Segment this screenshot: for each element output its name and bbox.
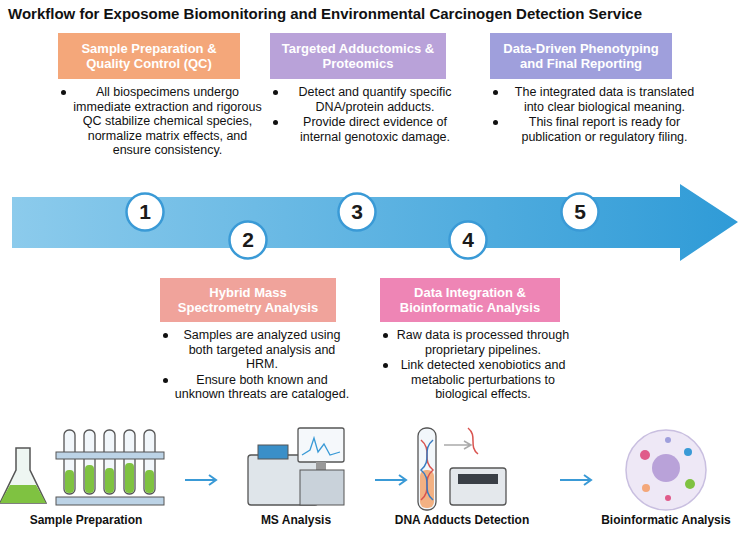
bullet-item: All biospecimens undergo immediate extra… bbox=[58, 85, 263, 158]
step-number-circle: 5 bbox=[560, 192, 600, 232]
flow-arrow bbox=[185, 475, 216, 485]
timeline-arrow bbox=[12, 184, 738, 261]
callout-number: 4 bbox=[448, 220, 488, 260]
bullet-item: The integrated data is translated into c… bbox=[490, 85, 705, 114]
step-heading: Hybrid Mass Spectrometry Analysis bbox=[166, 285, 330, 315]
step-heading: Sample Preparation & Quality Control (QC… bbox=[64, 41, 234, 71]
bullet-list: The integrated data is translated into c… bbox=[490, 85, 705, 145]
bullet-item: Link detected xenobiotics and metabolic … bbox=[380, 358, 572, 402]
step-heading-box: Targeted Adductomics & ProteomicsDetect … bbox=[270, 33, 446, 79]
bullet-item: This final report is ready for publicati… bbox=[490, 115, 705, 144]
flow-arrow bbox=[375, 475, 406, 485]
bullet-list: Raw data is processed through proprietar… bbox=[380, 328, 572, 403]
diagram-title: Workflow for Exposome Biomonitoring and … bbox=[8, 5, 738, 22]
callout-number: 1 bbox=[125, 192, 165, 232]
step-heading: Targeted Adductomics & Proteomics bbox=[276, 41, 440, 71]
step-number-circle: 1 bbox=[125, 192, 165, 232]
step-number-circle: 4 bbox=[448, 220, 488, 260]
step-heading-box: Sample Preparation & Quality Control (QC… bbox=[58, 33, 240, 79]
icon-caption: DNA Adducts Detection bbox=[395, 513, 529, 527]
bioinformatics-icon bbox=[626, 430, 706, 510]
icon-caption: Sample Preparation bbox=[30, 513, 143, 527]
bullet-item: Samples are analyzed using both targeted… bbox=[160, 328, 350, 372]
bullet-item: Provide direct evidence of internal geno… bbox=[270, 115, 466, 144]
callout-number: 2 bbox=[228, 220, 268, 260]
step-heading: Data Integration & Bioinformatic Analysi… bbox=[386, 285, 554, 315]
dna-adduct-icon bbox=[418, 428, 506, 510]
step-heading-box: Data-Driven Phenotyping and Final Report… bbox=[490, 33, 672, 79]
bullet-item: Detect and quantify specific DNA/protein… bbox=[270, 85, 466, 114]
callout-number: 3 bbox=[337, 192, 377, 232]
step-heading-box: Hybrid Mass Spectrometry AnalysisSamples… bbox=[160, 278, 336, 322]
step-number-circle: 2 bbox=[228, 220, 268, 260]
bullet-item: Raw data is processed through proprietar… bbox=[380, 328, 572, 357]
step-number-circle: 3 bbox=[337, 192, 377, 232]
flow-arrow bbox=[560, 475, 591, 485]
step-heading-box: Data Integration & Bioinformatic Analysi… bbox=[380, 278, 560, 322]
icon-caption: Bioinformatic Analysis bbox=[601, 513, 731, 527]
bullet-list: All biospecimens undergo immediate extra… bbox=[58, 85, 263, 159]
step-heading: Data-Driven Phenotyping and Final Report… bbox=[496, 41, 666, 71]
test-tube-rack bbox=[56, 430, 164, 505]
bullet-list: Samples are analyzed using both targeted… bbox=[160, 328, 350, 403]
flask-icon bbox=[0, 448, 46, 503]
icon-caption: MS Analysis bbox=[261, 513, 331, 527]
bullet-list: Detect and quantify specific DNA/protein… bbox=[270, 85, 466, 145]
bullet-item: Ensure both known and unknown threats ar… bbox=[160, 373, 350, 402]
callout-number: 5 bbox=[560, 192, 600, 232]
mass-spectrometer-icon bbox=[248, 428, 344, 505]
